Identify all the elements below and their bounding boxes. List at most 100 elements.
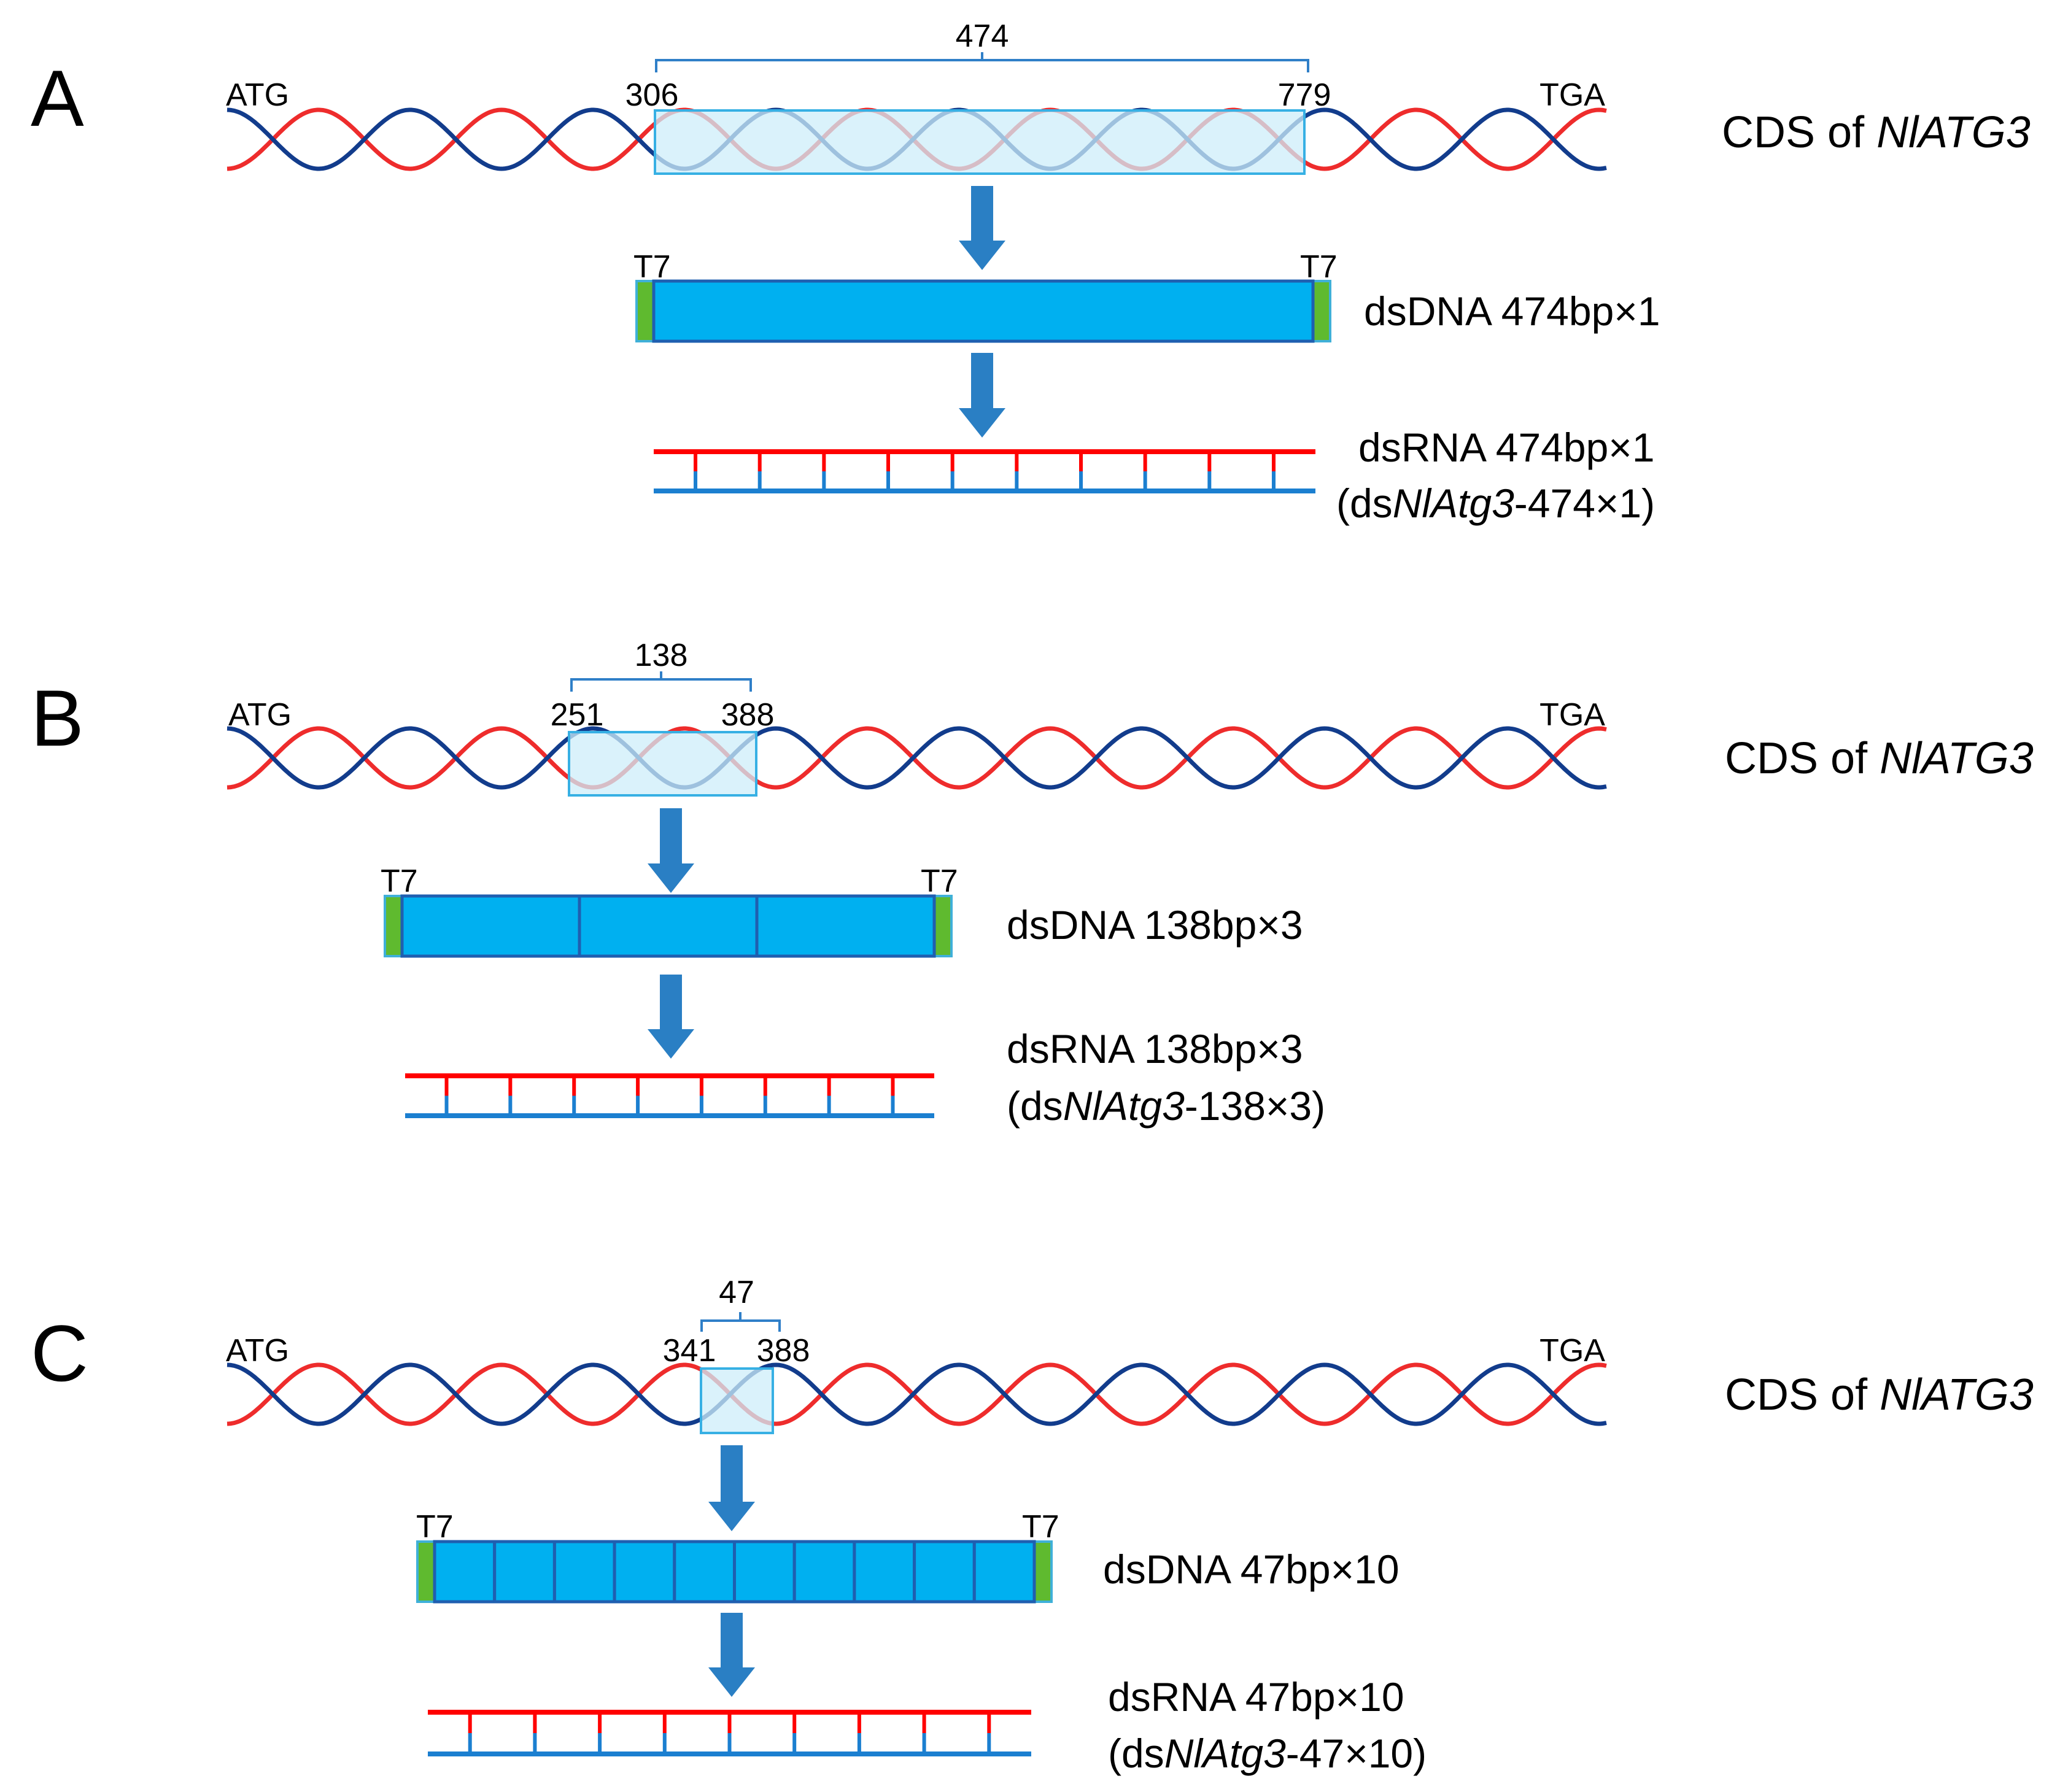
t7-promoter-right	[1312, 280, 1331, 342]
stop-codon-label: TGA	[1539, 77, 1605, 113]
dsdna-construct	[384, 894, 953, 958]
note-gene: NlAtg3	[1063, 1083, 1185, 1129]
region-start-label: 341	[663, 1333, 716, 1369]
dsdna-segment	[733, 1540, 796, 1604]
start-codon-label: ATG	[226, 1333, 289, 1369]
dsrna-label: dsRNA 474bp×1	[1358, 425, 1655, 470]
t7-right-label: T7	[921, 863, 958, 899]
dsrna-label: dsRNA 47bp×10	[1108, 1674, 1404, 1720]
arrow-shape	[708, 1445, 755, 1531]
panel-letter: B	[31, 673, 84, 763]
dsdna-label: dsDNA 474bp×1	[1364, 288, 1660, 334]
down-arrow	[648, 975, 694, 1059]
panel-b: B 138 ATG 251 388 TGA CDS of NlATG3 T7 T…	[31, 638, 2034, 1129]
note-suffix: -138×3)	[1185, 1083, 1325, 1129]
note-suffix: -474×1)	[1514, 481, 1655, 526]
region-length-bracket	[570, 671, 752, 692]
region-end-label: 388	[757, 1333, 810, 1369]
region-end-label: 388	[721, 697, 775, 733]
down-arrow	[708, 1613, 755, 1697]
t7-right-label: T7	[1022, 1509, 1059, 1545]
t7-promoter-left	[635, 280, 655, 342]
panel-a: A 474 ATG 306 779 TGA CDS of NlATG3 T7 T…	[31, 18, 2031, 526]
dsdna-label: dsDNA 47bp×10	[1103, 1547, 1400, 1592]
cds-label: CDS of NlATG3	[1725, 734, 2034, 783]
dsdna-segment	[972, 1540, 1036, 1604]
dsrna-note: (dsNlAtg3-47×10)	[1108, 1731, 1427, 1776]
stop-codon-label: TGA	[1539, 1333, 1605, 1369]
dsdna-segment	[552, 1540, 616, 1604]
dsdna-segment	[578, 894, 759, 958]
t7-promoter-right	[933, 895, 953, 957]
helix-cds-b	[227, 726, 1607, 790]
helix-cds-c	[227, 1362, 1607, 1426]
target-region-highlight	[700, 1367, 774, 1434]
note-prefix: (ds	[1007, 1083, 1063, 1129]
dsrna-ladder	[654, 449, 1315, 493]
t7-right-label: T7	[1300, 249, 1338, 285]
region-start-label: 306	[625, 77, 679, 113]
cds-prefix: CDS of	[1725, 1370, 1880, 1419]
dsrna-ladder	[428, 1710, 1031, 1756]
region-start-label: 251	[551, 697, 604, 733]
target-region-highlight	[568, 731, 757, 797]
note-gene: NlAtg3	[1393, 481, 1514, 526]
dsrna-label: dsRNA 138bp×3	[1007, 1026, 1303, 1072]
dna-strand-antisense	[227, 726, 1607, 790]
down-arrow	[959, 353, 1005, 438]
dna-strand-antisense	[227, 1362, 1607, 1426]
cds-label: CDS of NlATG3	[1725, 1370, 2034, 1419]
region-length-label: 474	[956, 18, 1009, 54]
panel-letter: C	[31, 1308, 88, 1398]
dsdna-segment	[913, 1540, 976, 1604]
dsdna-segment	[652, 279, 1315, 343]
t7-promoter-left	[384, 895, 403, 957]
cds-prefix: CDS of	[1722, 108, 1876, 157]
down-arrow	[648, 808, 694, 893]
note-prefix: (ds	[1108, 1731, 1164, 1776]
stop-codon-label: TGA	[1539, 697, 1605, 733]
cds-label: CDS of NlATG3	[1722, 108, 2031, 157]
region-length-bracket	[700, 1312, 781, 1332]
arrow-shape	[648, 975, 694, 1059]
arrow-shape	[648, 808, 694, 893]
note-prefix: (ds	[1336, 481, 1393, 526]
dsdna-label: dsDNA 138bp×3	[1007, 902, 1303, 948]
arrow-shape	[708, 1613, 755, 1697]
dsdna-segment	[493, 1540, 556, 1604]
start-codon-label: ATG	[228, 697, 292, 733]
dsdna-segment	[755, 894, 936, 958]
region-length-label: 47	[719, 1275, 754, 1310]
dsrna-note: (dsNlAtg3-474×1)	[1336, 481, 1655, 526]
dsrna-ladder	[405, 1073, 934, 1118]
cds-prefix: CDS of	[1725, 734, 1880, 783]
dsrna-note: (dsNlAtg3-138×3)	[1007, 1083, 1325, 1129]
t7-left-label: T7	[381, 863, 418, 899]
dsdna-segment	[400, 894, 581, 958]
dsdna-segment	[792, 1540, 856, 1604]
dsdna-construct	[416, 1540, 1053, 1604]
region-length-label: 138	[635, 638, 688, 673]
arrow-shape	[959, 186, 1005, 270]
arrow-shape	[959, 353, 1005, 438]
t7-left-label: T7	[416, 1509, 454, 1545]
dsdna-segment	[853, 1540, 916, 1604]
dsdna-segment	[673, 1540, 737, 1604]
panel-letter: A	[31, 53, 84, 143]
gene-name: NlATG3	[1880, 734, 2034, 783]
dsdna-segment	[613, 1540, 676, 1604]
panel-c: C 47 ATG 341 388 TGA CDS of NlATG3 T7 T7…	[31, 1275, 2034, 1776]
gene-name: NlATG3	[1876, 108, 2031, 157]
note-gene: NlAtg3	[1164, 1731, 1286, 1776]
down-arrow	[708, 1445, 755, 1531]
region-end-label: 779	[1278, 77, 1331, 113]
target-region-highlight	[654, 109, 1306, 175]
down-arrow	[959, 186, 1005, 270]
gene-name: NlATG3	[1880, 1370, 2034, 1419]
t7-left-label: T7	[633, 249, 671, 285]
start-codon-label: ATG	[226, 77, 289, 113]
region-length-bracket	[655, 52, 1309, 72]
dsdna-construct	[635, 279, 1331, 343]
